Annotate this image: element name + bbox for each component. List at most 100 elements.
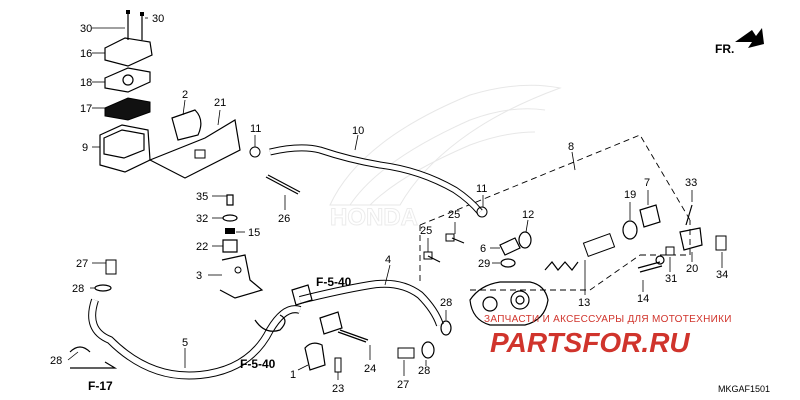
clip-11-right bbox=[476, 195, 488, 218]
part-number: 5 bbox=[182, 337, 188, 349]
washer-28-right bbox=[440, 310, 452, 336]
clip-11-left bbox=[249, 135, 261, 158]
part-number: 30 bbox=[152, 13, 164, 25]
part-number: 28 bbox=[50, 355, 62, 367]
reservoir-assembly bbox=[92, 10, 153, 173]
stay-3 bbox=[208, 254, 264, 299]
section-ref: F-5-40 bbox=[240, 357, 276, 371]
clamp-f5-40-upper bbox=[291, 284, 313, 306]
joint-2 bbox=[171, 109, 202, 141]
honda-logo-text: HONDA bbox=[330, 204, 418, 231]
part-number: 32 bbox=[196, 213, 208, 225]
part-number: 12 bbox=[522, 209, 534, 221]
part-number: 15 bbox=[248, 227, 260, 239]
bolt-27-left bbox=[92, 259, 117, 275]
part-number: 11 bbox=[476, 183, 487, 195]
grommet-22 bbox=[222, 239, 238, 253]
part-number: 23 bbox=[332, 383, 344, 395]
part-number: 19 bbox=[624, 189, 636, 201]
section-ref: F-5-40 bbox=[316, 275, 352, 289]
screw-30-left bbox=[126, 10, 130, 40]
o-ring-29 bbox=[492, 258, 516, 268]
bolt-35 bbox=[226, 194, 234, 206]
washer-28-left bbox=[90, 284, 112, 292]
bolt-25-lower bbox=[423, 238, 441, 263]
part-number: 7 bbox=[644, 177, 650, 189]
boot-7 bbox=[639, 204, 661, 228]
section-ref: F-17 bbox=[88, 379, 113, 393]
washer-28-bottom-right bbox=[421, 341, 435, 366]
part-number: 9 bbox=[82, 142, 88, 154]
bolt-24 bbox=[337, 329, 371, 360]
part-number: 21 bbox=[214, 97, 226, 109]
front-direction-arrow-icon: FR. bbox=[715, 28, 764, 56]
reservoir-9 bbox=[99, 124, 151, 173]
part-number: 25 bbox=[448, 209, 460, 221]
bracket-21 bbox=[148, 99, 241, 179]
part-number: 31 bbox=[665, 273, 677, 285]
watermark-brand: PARTSFOR.RU bbox=[490, 327, 690, 358]
part-number: 29 bbox=[478, 258, 490, 270]
direction-label: FR. bbox=[715, 42, 734, 56]
part-number: 17 bbox=[80, 103, 92, 115]
part-number: 18 bbox=[80, 77, 92, 89]
bolt-25-upper bbox=[445, 222, 465, 244]
part-number: 26 bbox=[278, 213, 290, 225]
part-number: 2 bbox=[182, 89, 188, 101]
part-number: 13 bbox=[578, 297, 590, 309]
joint-20 bbox=[679, 227, 703, 262]
assembly-bracket-8 bbox=[419, 134, 691, 295]
hose-4 bbox=[299, 264, 444, 327]
push-rod-14 bbox=[637, 255, 665, 292]
part-number: 14 bbox=[637, 293, 649, 305]
clamp-f5-40-lower bbox=[254, 311, 343, 335]
watermark-tagline: ЗАПЧАСТИ И АКСЕССУАРЫ ДЛЯ МОТОТЕХНИКИ bbox=[484, 314, 732, 325]
part-number: 33 bbox=[685, 177, 697, 189]
part-number: 10 bbox=[352, 125, 364, 137]
reservoir-cap-16 bbox=[104, 37, 153, 67]
part-number: 3 bbox=[196, 270, 202, 282]
part-number: 34 bbox=[716, 269, 728, 281]
bolt-27-bottom bbox=[397, 347, 415, 376]
part-number-labels: 30 30 16 18 17 9 2 21 11 10 35 32 15 22 … bbox=[50, 13, 728, 395]
bolt-23 bbox=[334, 357, 342, 380]
small-parts-stack bbox=[212, 194, 245, 253]
part-number: 30 bbox=[80, 23, 92, 35]
collar-15 bbox=[225, 228, 235, 234]
cup-19 bbox=[622, 220, 638, 240]
master-cylinder-13 bbox=[469, 281, 549, 326]
nut-34 bbox=[715, 235, 727, 268]
part-number: 24 bbox=[364, 363, 376, 375]
diaphragm-17 bbox=[104, 97, 151, 121]
part-number: 8 bbox=[568, 141, 574, 153]
joint-6 bbox=[490, 237, 521, 256]
washer-28-bottom bbox=[67, 346, 91, 361]
holder-1 bbox=[297, 342, 326, 371]
section-references: F-5-40 F-5-40 F-17 bbox=[88, 275, 352, 393]
screw-30-right bbox=[140, 12, 144, 40]
part-number: 22 bbox=[196, 241, 208, 253]
honda-wing-watermark: HONDA bbox=[329, 84, 562, 232]
part-number: 16 bbox=[80, 48, 92, 60]
part-number: 28 bbox=[72, 283, 84, 295]
nut-31 bbox=[665, 246, 675, 272]
piston-assembly bbox=[582, 190, 661, 258]
part-number: 4 bbox=[385, 254, 391, 266]
part-number: 35 bbox=[196, 191, 208, 203]
diagram-code: MKGAF1501 bbox=[718, 384, 770, 394]
part-number: 28 bbox=[440, 297, 452, 309]
part-number: 28 bbox=[418, 365, 430, 377]
part-number: 1 bbox=[290, 369, 296, 381]
part-number: 20 bbox=[686, 263, 698, 275]
part-number: 27 bbox=[76, 258, 88, 270]
part-number: 6 bbox=[480, 243, 486, 255]
hose-10 bbox=[269, 134, 483, 215]
part-number: 25 bbox=[420, 225, 432, 237]
hose-5 bbox=[88, 298, 302, 380]
pin-33 bbox=[685, 190, 693, 226]
part-number: 27 bbox=[397, 379, 409, 391]
bolt-26 bbox=[265, 174, 301, 210]
clip-f17 bbox=[70, 361, 118, 369]
